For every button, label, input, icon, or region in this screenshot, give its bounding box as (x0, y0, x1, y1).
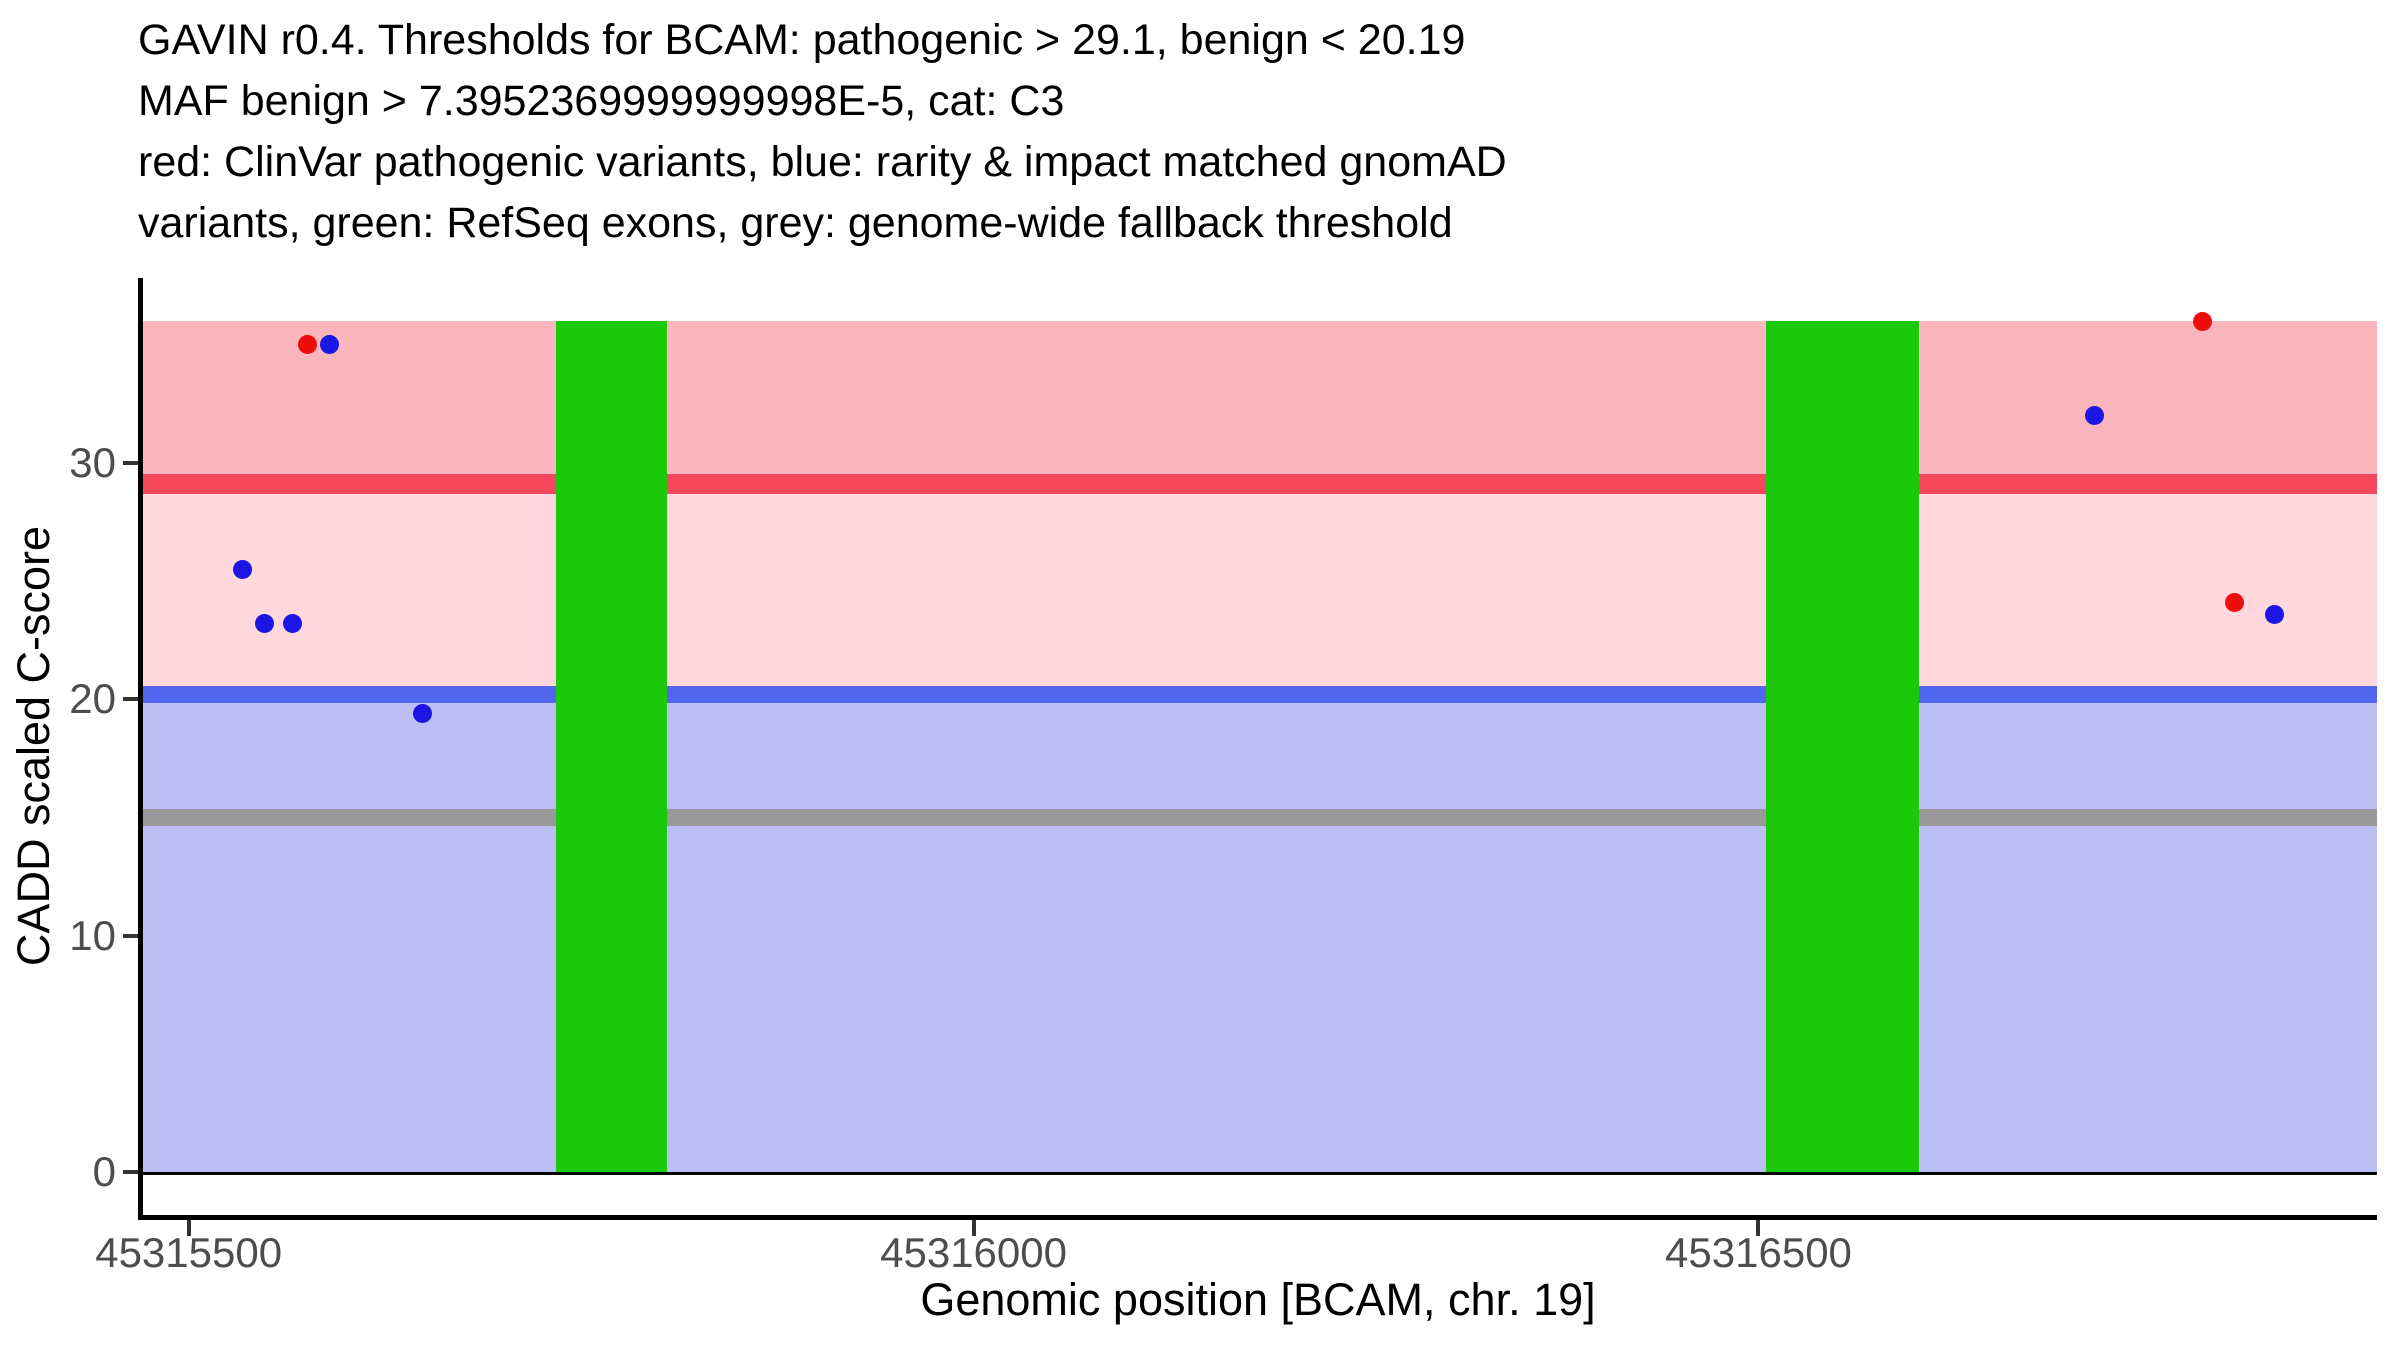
zero-baseline (140, 1172, 2377, 1175)
gnomad-matched-point (320, 335, 340, 355)
title-line-4: variants, green: RefSeq exons, grey: gen… (138, 199, 1453, 247)
plot-title: GAVIN r0.4. Thresholds for BCAM: pathoge… (138, 10, 1507, 254)
y-tick-label: 30 (69, 438, 116, 486)
y-tick-label: 0 (92, 1148, 116, 1195)
y-tick-label: 10 (69, 911, 116, 959)
y-axis-line (138, 278, 143, 1220)
y-tick-mark (123, 460, 138, 465)
title-line-1: GAVIN r0.4. Thresholds for BCAM: pathoge… (138, 16, 1466, 64)
title-line-2: MAF benign > 7.3952369999999998E-5, cat:… (138, 77, 1065, 125)
refseq-exon-1 (556, 321, 668, 1172)
vous-zone (140, 484, 2377, 695)
genome-wide-fallback-threshold (140, 808, 2377, 826)
clinvar-pathogenic-point (2224, 592, 2244, 612)
y-axis-title: CADD scaled C-score (8, 525, 59, 967)
x-tick-mark (186, 1220, 191, 1236)
refseq-exon-2 (1766, 321, 1919, 1172)
x-axis-title: Genomic position [BCAM, chr. 19] (920, 1274, 1596, 1325)
x-tick-label: 45316500 (1665, 1229, 1852, 1276)
gnomad-matched-point (282, 614, 302, 634)
title-line-3: red: ClinVar pathogenic variants, blue: … (138, 138, 1507, 186)
y-tick-label: 20 (69, 675, 116, 723)
clinvar-pathogenic-point (298, 335, 318, 355)
clinvar-pathogenic-point (2193, 311, 2213, 331)
x-tick-mark (971, 1220, 976, 1236)
x-tick-mark (1756, 1220, 1761, 1236)
x-tick-label: 45315500 (95, 1229, 283, 1276)
gnomad-matched-point (413, 703, 433, 723)
gnomad-matched-point (2084, 406, 2104, 426)
gnomad-matched-point (254, 614, 274, 634)
benign-threshold (140, 686, 2377, 704)
x-tick-label: 45316000 (880, 1229, 1067, 1276)
benign-zone (140, 694, 2377, 1172)
y-tick-mark (123, 933, 138, 938)
pathogenic-zone (140, 321, 2377, 485)
gnomad-matched-point (2265, 604, 2285, 624)
pathogenic-threshold (140, 474, 2377, 495)
gnomad-matched-point (232, 559, 252, 579)
x-axis-line (138, 1215, 2377, 1220)
y-tick-mark (123, 697, 138, 702)
y-tick-mark (123, 1170, 138, 1174)
